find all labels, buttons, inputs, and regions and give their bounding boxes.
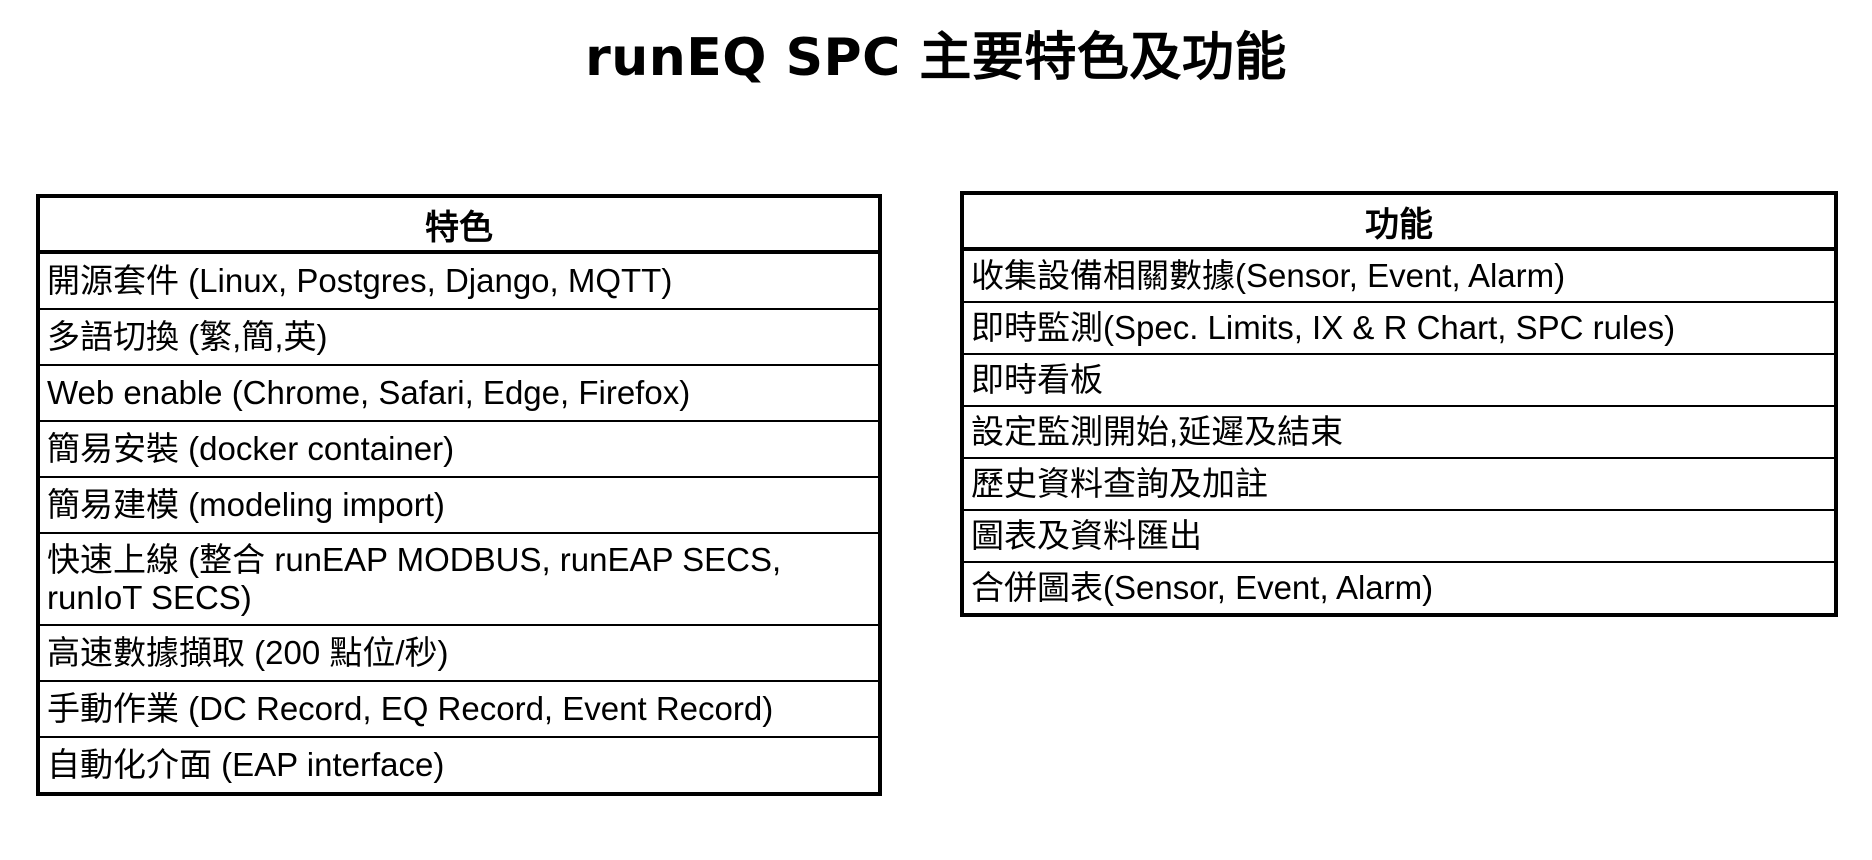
page-title: runEQ SPC 主要特色及功能 bbox=[585, 28, 1287, 88]
feature-cell: 高速數據擷取 (200 點位/秒) bbox=[37, 624, 881, 682]
table-row: 圖表及資料匯出 bbox=[961, 509, 1837, 563]
feature-cell: 簡易安裝 (docker container) bbox=[37, 420, 881, 478]
function-cell: 歷史資料查詢及加註 bbox=[961, 457, 1837, 511]
feature-cell: 開源套件 (Linux, Postgres, Django, MQTT) bbox=[37, 251, 881, 310]
feature-cell: 快速上線 (整合 runEAP MODBUS, runEAP SECS, run… bbox=[37, 532, 881, 626]
table-row: 高速數據擷取 (200 點位/秒) bbox=[37, 624, 881, 682]
functions-table-header: 功能 bbox=[961, 192, 1837, 251]
table-row: 簡易安裝 (docker container) bbox=[37, 420, 881, 478]
table-row: 歷史資料查詢及加註 bbox=[961, 457, 1837, 511]
feature-cell: 多語切換 (繁,簡,英) bbox=[37, 308, 881, 366]
function-cell: 合併圖表(Sensor, Event, Alarm) bbox=[961, 561, 1837, 616]
feature-cell: Web enable (Chrome, Safari, Edge, Firefo… bbox=[37, 364, 881, 422]
features-table-header: 特色 bbox=[37, 195, 881, 254]
table-row: 快速上線 (整合 runEAP MODBUS, runEAP SECS, run… bbox=[37, 532, 881, 626]
features-table: 特色 開源套件 (Linux, Postgres, Django, MQTT) … bbox=[36, 194, 882, 796]
function-cell: 收集設備相關數據(Sensor, Event, Alarm) bbox=[961, 248, 1837, 303]
table-row: 合併圖表(Sensor, Event, Alarm) bbox=[961, 561, 1837, 616]
table-row: 多語切換 (繁,簡,英) bbox=[37, 308, 881, 366]
feature-cell: 簡易建模 (modeling import) bbox=[37, 476, 881, 534]
table-row: 即時監測(Spec. Limits, IX & R Chart, SPC rul… bbox=[961, 301, 1837, 355]
function-cell: 即時看板 bbox=[961, 353, 1837, 407]
feature-cell: 手動作業 (DC Record, EQ Record, Event Record… bbox=[37, 680, 881, 738]
function-cell: 即時監測(Spec. Limits, IX & R Chart, SPC rul… bbox=[961, 301, 1837, 355]
function-cell: 設定監測開始,延遲及結束 bbox=[961, 405, 1837, 459]
table-row: 自動化介面 (EAP interface) bbox=[37, 736, 881, 795]
table-row: 簡易建模 (modeling import) bbox=[37, 476, 881, 534]
features-table-header-row: 特色 bbox=[37, 195, 881, 254]
table-row: 開源套件 (Linux, Postgres, Django, MQTT) bbox=[37, 251, 881, 310]
functions-table-header-row: 功能 bbox=[961, 192, 1837, 251]
table-row: 手動作業 (DC Record, EQ Record, Event Record… bbox=[37, 680, 881, 738]
table-row: 設定監測開始,延遲及結束 bbox=[961, 405, 1837, 459]
table-row: Web enable (Chrome, Safari, Edge, Firefo… bbox=[37, 364, 881, 422]
functions-table: 功能 收集設備相關數據(Sensor, Event, Alarm) 即時監測(S… bbox=[960, 191, 1838, 617]
table-row: 收集設備相關數據(Sensor, Event, Alarm) bbox=[961, 248, 1837, 303]
table-row: 即時看板 bbox=[961, 353, 1837, 407]
function-cell: 圖表及資料匯出 bbox=[961, 509, 1837, 563]
feature-cell: 自動化介面 (EAP interface) bbox=[37, 736, 881, 795]
